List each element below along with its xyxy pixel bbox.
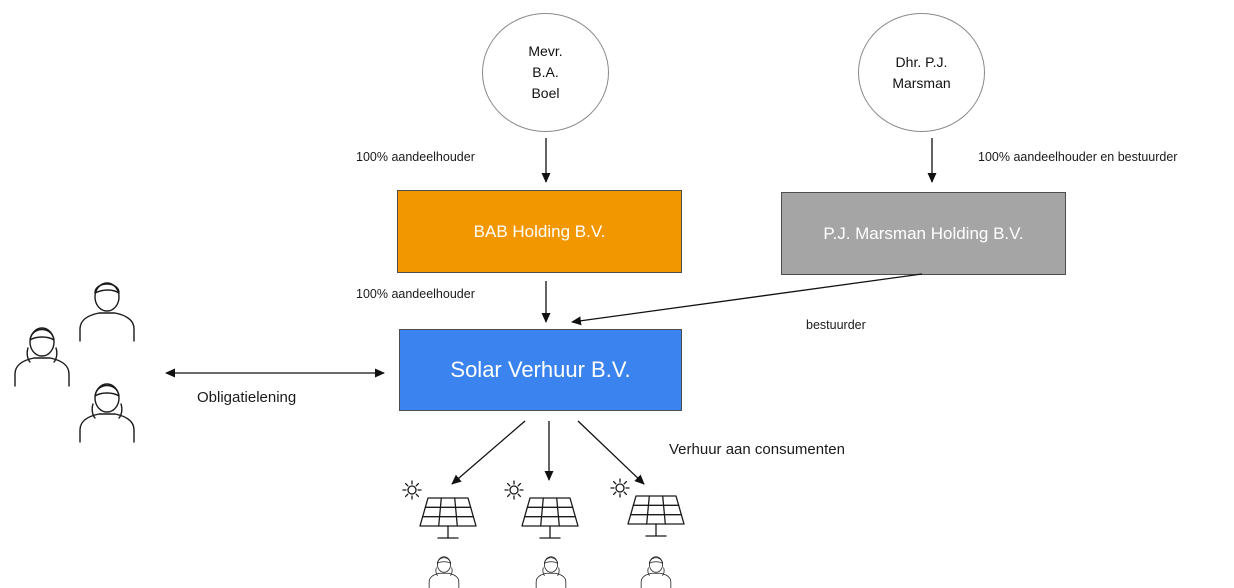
solar-verhuur-label: Solar Verhuur B.V. <box>450 357 631 382</box>
boel-line-3: Boel <box>531 85 560 101</box>
person-icon <box>79 383 135 443</box>
person-icon <box>79 282 135 342</box>
solar-panel-icon <box>402 480 477 539</box>
relation-label-marsman-holding: 100% aandeelhouder en bestuurder <box>978 150 1178 164</box>
marsman-line-2: Marsman <box>892 74 951 91</box>
relation-label-investors-solar: Obligatielening <box>197 389 297 406</box>
arrow-solar-to-panel-3 <box>577 420 645 485</box>
marsman-holding-box: P.J. Marsman Holding B.V. <box>781 192 1066 275</box>
solar-panel-icon <box>610 478 685 537</box>
boel-line-1: Mevr. <box>528 43 563 59</box>
bab-holding-box: BAB Holding B.V. <box>397 190 682 273</box>
relation-label-solar-consumers: Verhuur aan consumenten <box>669 441 845 458</box>
boel-line-2: B.A. <box>532 64 559 80</box>
bab-holding-label: BAB Holding B.V. <box>473 221 606 241</box>
relation-label-boel-bab: 100% aandeelhouder <box>356 150 475 164</box>
person-icon <box>640 556 672 588</box>
marsman-holding-label: P.J. Marsman Holding B.V. <box>823 223 1024 243</box>
person-node-marsman: Dhr. P.J. Marsman <box>858 13 985 132</box>
person-node-boel: Mevr. B.A. Boel <box>482 13 609 132</box>
relation-label-bab-solar: 100% aandeelhouder <box>356 287 475 301</box>
relation-label-holding-solar: bestuurder <box>806 318 866 332</box>
person-icon <box>14 327 70 387</box>
person-icon <box>428 556 460 588</box>
person-icon <box>535 556 567 588</box>
solar-verhuur-box: Solar Verhuur B.V. <box>399 329 682 411</box>
arrow-solar-to-panel-1 <box>451 420 526 485</box>
marsman-line-1: Dhr. P.J. <box>895 53 948 70</box>
solar-panel-icon <box>504 480 579 539</box>
arrow-holding-to-solar <box>571 273 923 326</box>
